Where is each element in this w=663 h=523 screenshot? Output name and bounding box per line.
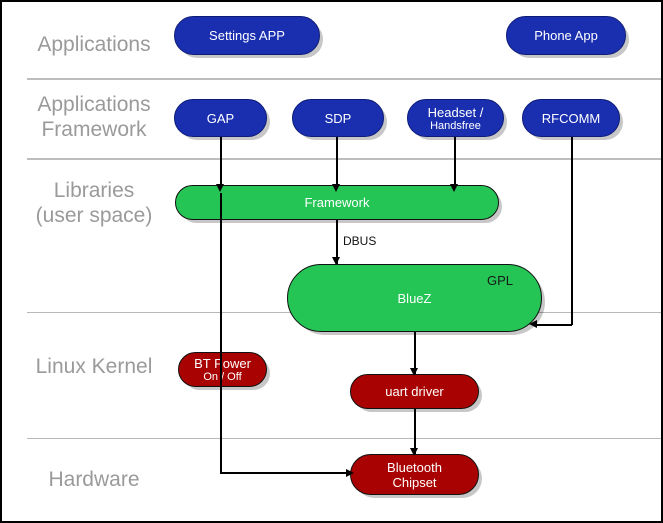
node-framework-label: Framework bbox=[304, 195, 370, 210]
node-settings-app-label: Settings APP bbox=[209, 28, 285, 43]
layer-label-applications: Applications bbox=[37, 33, 151, 56]
divider-linux-kernel bbox=[27, 438, 661, 439]
divider-applications bbox=[27, 78, 661, 80]
node-bluetooth-chipset[interactable]: Bluetooth Chipset bbox=[350, 454, 479, 495]
node-bt-power[interactable]: BT Power On / Off bbox=[178, 352, 267, 387]
node-rfcomm-label: RFCOMM bbox=[541, 110, 601, 126]
node-bluez-license-label: GPL bbox=[487, 273, 514, 288]
node-uart-driver-label: uart driver bbox=[385, 384, 444, 399]
connector-gap-to-framework bbox=[220, 137, 222, 193]
layer-label-hardware: Hardware bbox=[48, 468, 140, 491]
node-settings-app[interactable]: Settings APP bbox=[174, 16, 320, 55]
arrowhead-uart-top bbox=[410, 368, 418, 376]
node-bt-power-label-line1: BT Power bbox=[194, 356, 251, 371]
node-bluetooth-chipset-label-line2: Chipset bbox=[392, 474, 437, 490]
node-bt-power-label-line2: On / Off bbox=[203, 371, 242, 383]
arrowhead-headset-framework bbox=[450, 184, 458, 192]
node-phone-app-label: Phone App bbox=[534, 28, 598, 43]
connector-bluez-to-uart bbox=[414, 332, 416, 377]
node-sdp[interactable]: SDP bbox=[292, 99, 384, 137]
node-gap[interactable]: GAP bbox=[174, 99, 267, 137]
connector-uart-to-chipset bbox=[414, 407, 416, 457]
node-headset-handsfree-label-line2: Handsfree bbox=[430, 119, 481, 132]
connector-gap-to-chipset-horizontal bbox=[220, 472, 352, 474]
layer-label-applications-framework: Applications Framework bbox=[37, 93, 151, 141]
node-gap-label: GAP bbox=[206, 110, 235, 126]
layer-label-libraries: Libraries (user space) bbox=[35, 179, 153, 227]
connector-framework-to-bluez bbox=[336, 220, 338, 265]
node-headset-handsfree[interactable]: Headset / Handsfree bbox=[407, 99, 504, 137]
node-phone-app[interactable]: Phone App bbox=[506, 16, 626, 55]
node-bluez[interactable]: BlueZ bbox=[287, 264, 542, 332]
node-rfcomm[interactable]: RFCOMM bbox=[522, 99, 620, 137]
node-headset-handsfree-label-line1: Headset / bbox=[427, 104, 484, 120]
arrowhead-gap-framework bbox=[216, 184, 224, 192]
connector-rfcomm-horizontal bbox=[536, 324, 572, 326]
divider-applications-framework bbox=[27, 158, 661, 160]
arrowhead-bluez-right bbox=[529, 320, 537, 328]
connector-gap-to-chipset-vertical bbox=[220, 193, 222, 473]
node-sdp-label: SDP bbox=[324, 110, 352, 126]
node-bluez-label: BlueZ bbox=[397, 290, 432, 306]
node-uart-driver[interactable]: uart driver bbox=[350, 374, 479, 409]
layer-label-linux-kernel: Linux Kernel bbox=[35, 355, 153, 378]
arrowhead-chipset-top bbox=[410, 448, 418, 456]
connector-headset-to-framework bbox=[454, 137, 456, 193]
node-bluetooth-chipset-label-line1: Bluetooth bbox=[387, 459, 442, 475]
arrowhead-chipset-left bbox=[346, 468, 354, 477]
arrowhead-bluez-top bbox=[332, 257, 340, 265]
edge-label-dbus: DBUS bbox=[343, 234, 377, 248]
connector-sdp-to-framework bbox=[336, 137, 338, 193]
connector-rfcomm-vertical bbox=[571, 137, 573, 325]
arrowhead-sdp-framework bbox=[332, 184, 340, 192]
